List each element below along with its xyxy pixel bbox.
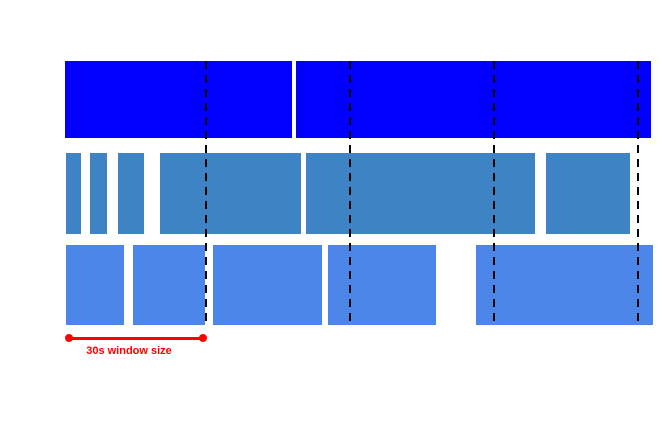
window-boundary-line	[204, 61, 208, 325]
stream-row-1-segment	[296, 61, 651, 138]
window-boundary-line	[636, 61, 640, 325]
stream-row-3-segment	[213, 245, 322, 325]
stream-row-2-segment	[546, 153, 630, 234]
stream-row-2-segment	[66, 153, 81, 234]
stream-row-2-segment	[90, 153, 107, 234]
window-size-arrow	[69, 337, 203, 340]
window-size-label: 30s window size	[86, 345, 172, 357]
arrow-endpoint-dot-right	[199, 334, 207, 342]
stream-row-3-segment	[476, 245, 653, 325]
stream-row-2-segment	[160, 153, 301, 234]
window-boundary-line	[492, 61, 496, 325]
stream-row-2-segment	[306, 153, 535, 234]
stream-row-1-segment	[65, 61, 292, 138]
stream-row-3-segment	[328, 245, 436, 325]
arrow-endpoint-dot-left	[65, 334, 73, 342]
window-boundary-line	[348, 61, 352, 325]
stream-row-2-segment	[118, 153, 144, 234]
stream-row-3-segment	[66, 245, 124, 325]
stream-row-3-segment	[133, 245, 205, 325]
